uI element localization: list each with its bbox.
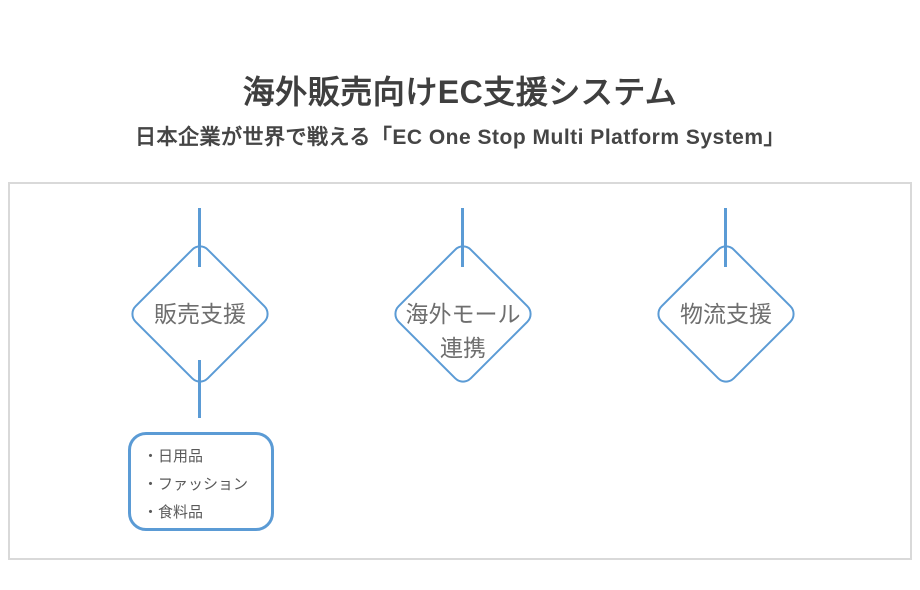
diamond-label-line: 海外モール [405, 301, 521, 327]
connector-line-bottom-sales-support [198, 360, 201, 418]
callout-item-daily-goods: ・日用品 [143, 448, 204, 465]
diamond-label-overseas-mall: 海外モール 連携 [383, 297, 543, 365]
connector-line-top-overseas-mall [461, 208, 464, 267]
page-title: 海外販売向けEC支援システム [242, 74, 678, 111]
callout-item-fashion: ・ファッション [143, 476, 249, 493]
diamond-label-line: 物流支援 [680, 301, 772, 327]
diamond-label-logistics-support: 物流支援 [646, 299, 806, 329]
diamond-label-sales-support: 販売支援 [120, 299, 280, 329]
callout-item-food: ・食料品 [143, 504, 204, 521]
diamond-label-line: 販売支援 [154, 301, 246, 327]
callout-box-product-categories: ・日用品 ・ファッション ・食料品 [128, 432, 274, 531]
page-subtitle: 日本企業が世界で戦える「EC One Stop Multi Platform S… [134, 126, 786, 150]
connector-line-top-logistics-support [724, 208, 727, 267]
connector-line-top-sales-support [198, 208, 201, 267]
diamond-label-line: 連携 [440, 335, 486, 361]
